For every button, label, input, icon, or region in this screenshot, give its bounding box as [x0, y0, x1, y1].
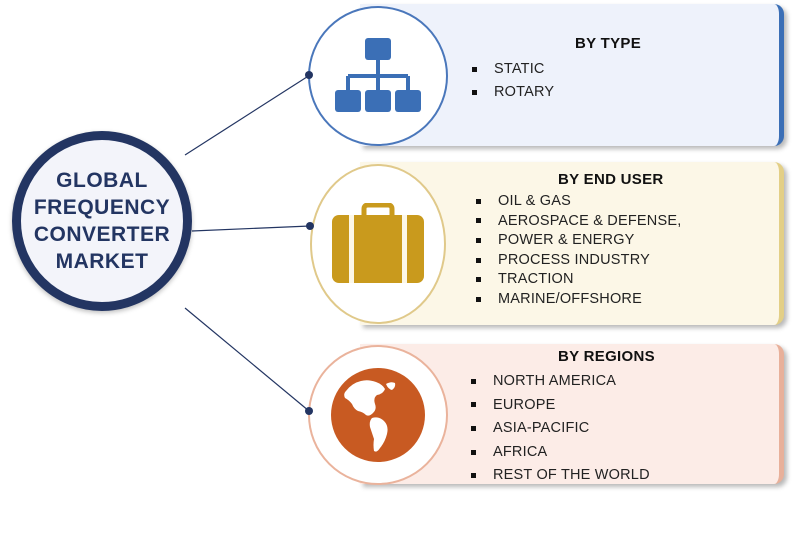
item-label: STATIC [494, 61, 545, 77]
bullet [476, 218, 481, 224]
hub-title-line: MARKET [55, 250, 149, 273]
item-label: PROCESS INDUSTRY [498, 251, 650, 268]
bullet [471, 449, 476, 455]
bullet [476, 237, 481, 243]
connector-dot-end-user [306, 222, 314, 230]
list-item: OIL & GAS [476, 192, 681, 212]
globe-icon [331, 368, 425, 462]
hierarchy-icon [335, 38, 421, 112]
list-item: AFRICA [471, 441, 650, 465]
hub-title-line: CONVERTER [33, 223, 171, 246]
segment-heading: BY END USER [558, 171, 664, 188]
connector-dot-regions [305, 407, 313, 415]
list-item: STATIC [472, 58, 554, 81]
hub-title-line: GLOBAL [56, 169, 148, 192]
segment-item-list: NORTH AMERICA EUROPE ASIA-PACIFIC AFRICA… [471, 370, 650, 488]
list-item: TRACTION [476, 270, 681, 290]
item-label: ASIA-PACIFIC [493, 420, 590, 437]
icon-circle-type [308, 6, 448, 146]
item-label: ROTARY [494, 84, 555, 100]
item-label: NORTH AMERICA [493, 373, 617, 389]
bullet [471, 425, 476, 431]
item-label: REST OF THE WORLD [493, 467, 650, 484]
bullet [472, 89, 477, 95]
segment-heading: BY REGIONS [558, 348, 655, 365]
list-item: AEROSPACE & DEFENSE, [476, 212, 681, 232]
connector-line-type [184, 74, 311, 156]
item-label: POWER & ENERGY [498, 232, 635, 249]
segment-heading: BY TYPE [575, 35, 642, 52]
hub-title: GLOBAL FREQUENCY CONVERTER MARKET [32, 167, 172, 275]
connector-dot-type [305, 71, 313, 79]
list-item: NORTH AMERICA [471, 370, 650, 394]
bullet [471, 402, 476, 408]
list-item: POWER & ENERGY [476, 231, 681, 251]
bullet [471, 473, 476, 479]
segment-item-list: OIL & GAS AEROSPACE & DEFENSE, POWER & E… [476, 192, 681, 310]
bullet [476, 277, 481, 283]
list-item: MARINE/OFFSHORE [476, 290, 681, 310]
connector-line-user [191, 225, 311, 232]
item-label: OIL & GAS [498, 193, 571, 209]
bullet [476, 198, 481, 204]
item-label: AEROSPACE & DEFENSE, [498, 212, 682, 229]
item-label: TRACTION [498, 271, 574, 288]
list-item: ASIA-PACIFIC [471, 417, 650, 441]
list-item: EUROPE [471, 394, 650, 418]
item-label: EUROPE [493, 396, 556, 413]
bullet [471, 378, 476, 384]
segment-item-list: STATIC ROTARY [472, 58, 554, 104]
bullet [472, 66, 477, 72]
connector-line-region [184, 307, 310, 412]
icon-circle-regions [308, 345, 448, 485]
item-label: AFRICA [493, 443, 548, 460]
bullet [476, 257, 481, 263]
hub-title-line: FREQUENCY [33, 196, 171, 219]
briefcase-icon [332, 203, 424, 283]
list-item: ROTARY [472, 81, 554, 104]
item-label: MARINE/OFFSHORE [498, 290, 642, 307]
list-item: PROCESS INDUSTRY [476, 251, 681, 271]
hub-circle: GLOBAL FREQUENCY CONVERTER MARKET [12, 131, 192, 311]
icon-circle-end-user [310, 164, 446, 324]
list-item: REST OF THE WORLD [471, 464, 650, 488]
bullet [476, 296, 481, 302]
